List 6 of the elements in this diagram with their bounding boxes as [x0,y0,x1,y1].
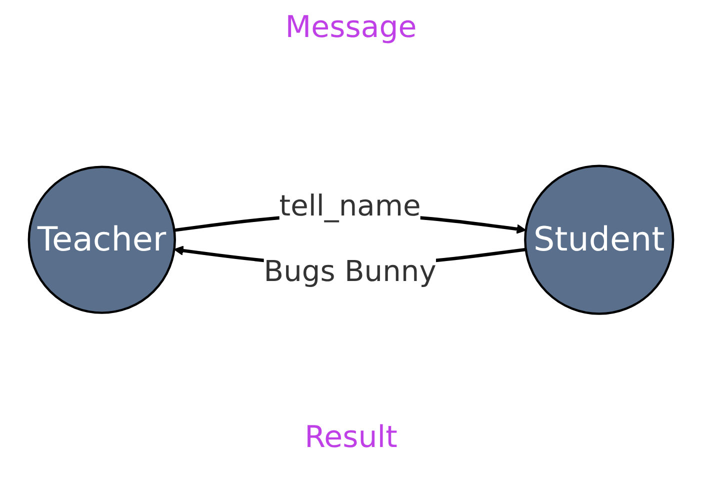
node-circle: Teacher [28,166,176,314]
label-text: Message [284,10,418,45]
edge-label: tell_name [279,190,421,224]
edge-label: Bugs Bunny [264,256,436,289]
node-circle: Student [524,164,674,316]
label-text: Result [304,420,398,455]
